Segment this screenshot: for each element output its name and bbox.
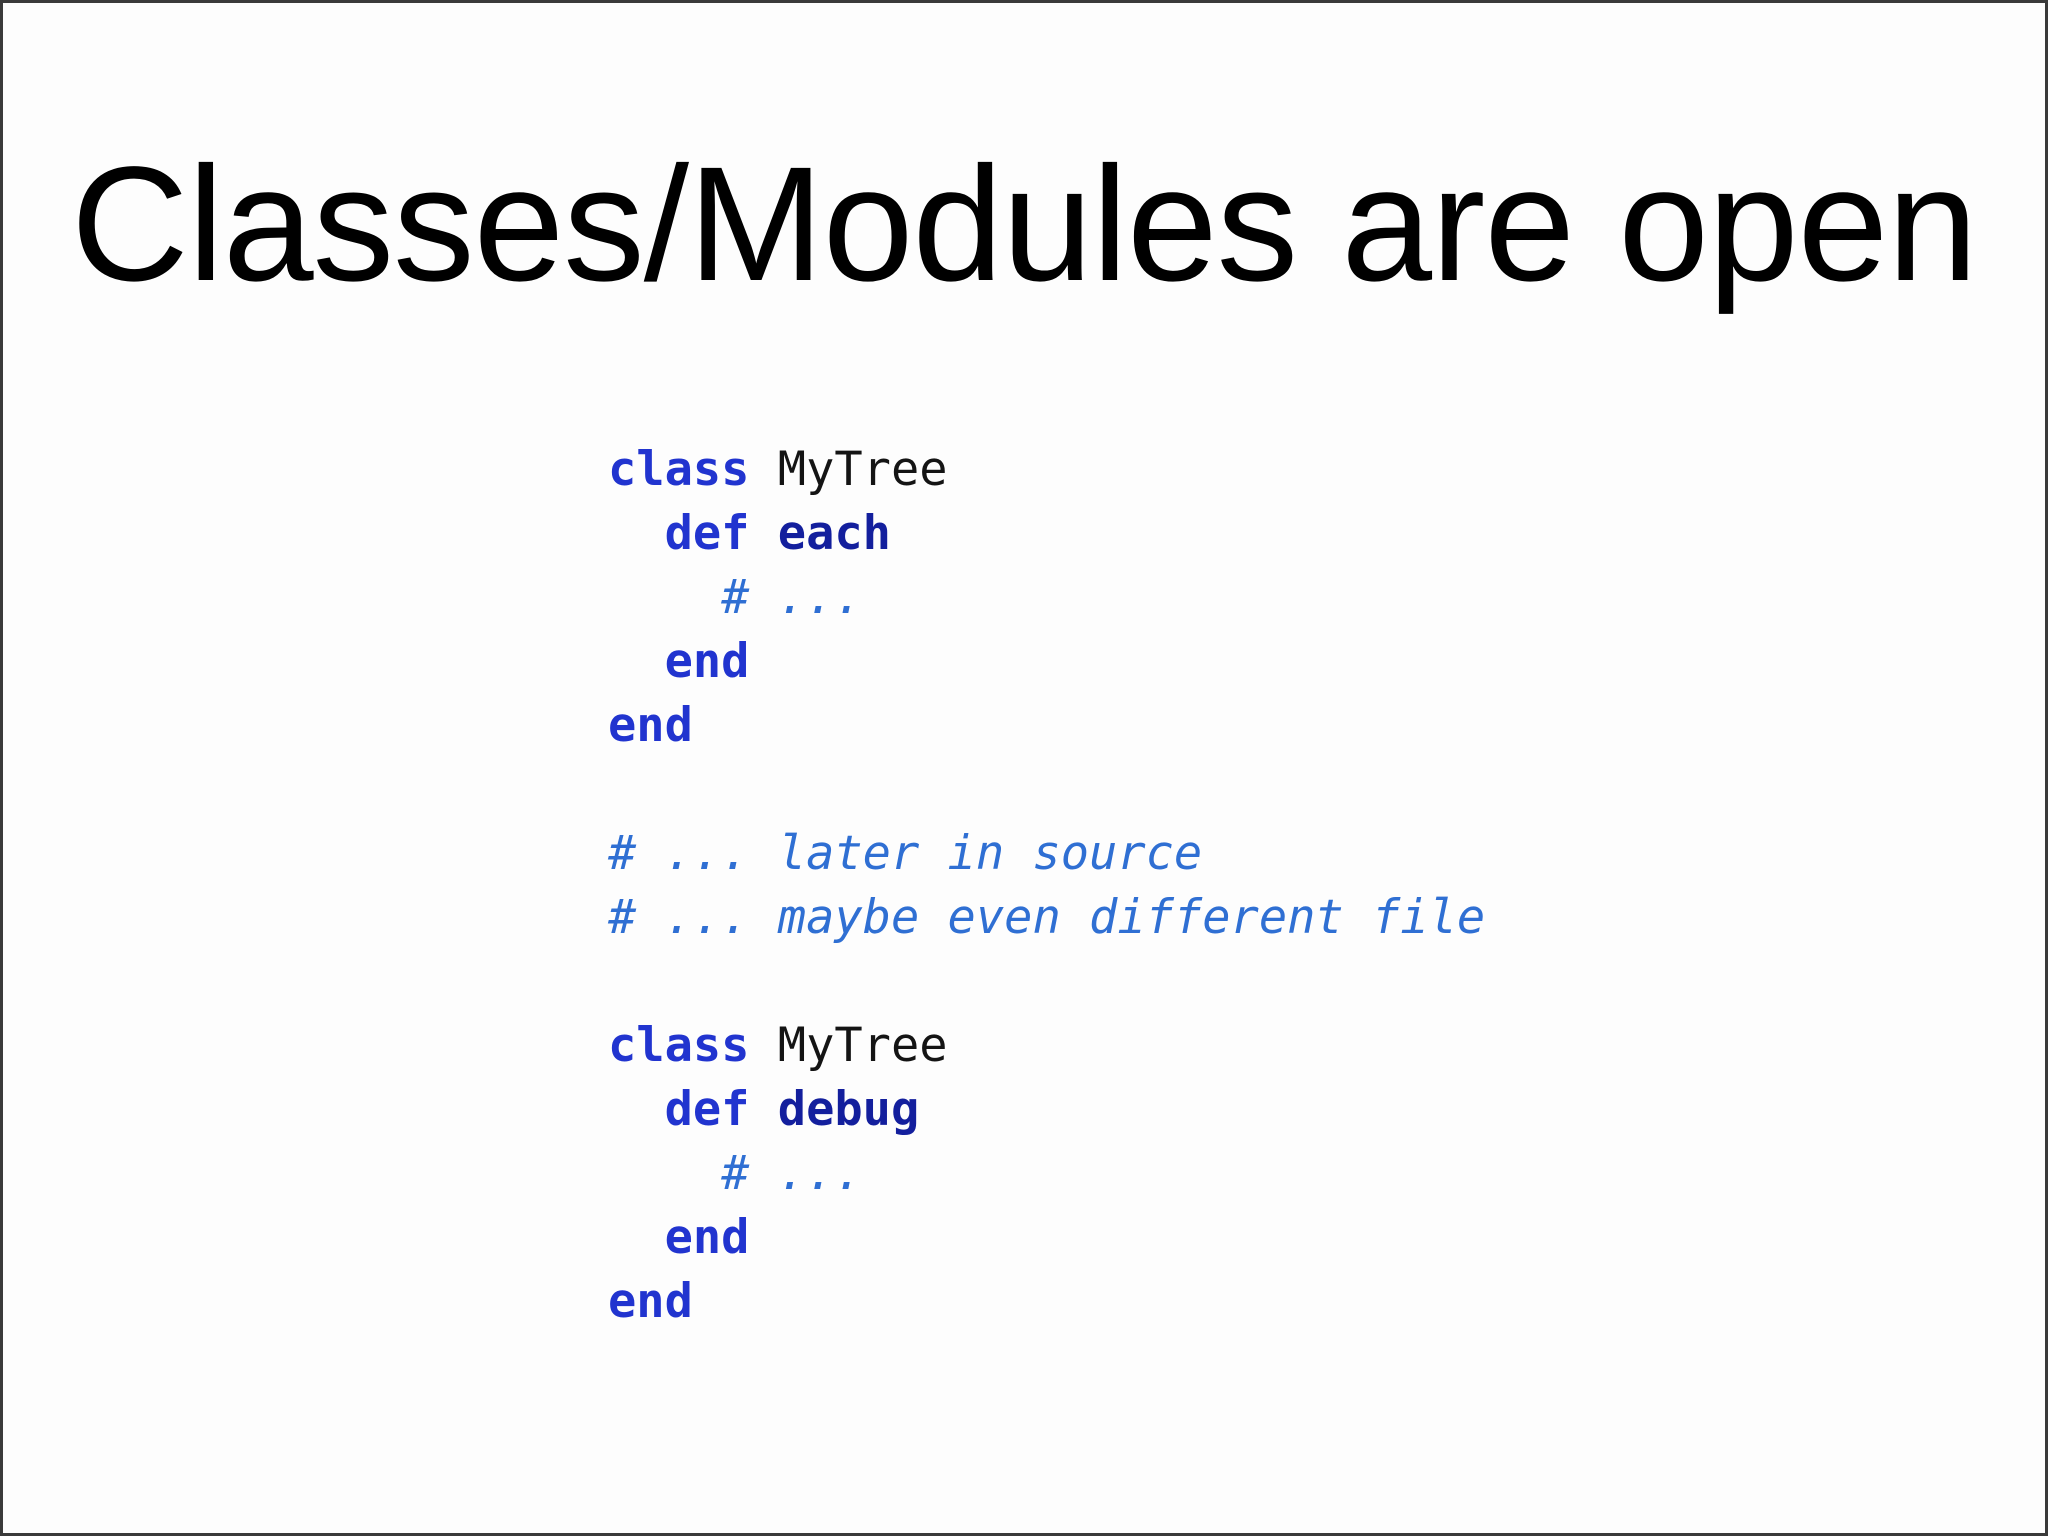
code-token-keyword: def — [664, 1082, 750, 1137]
code-token-comment: # ... maybe even different file — [608, 890, 1486, 945]
code-token-keyword: class — [608, 442, 750, 497]
code-token-space — [749, 506, 777, 561]
code-token-indent — [608, 1082, 665, 1137]
code-token-keyword: def — [664, 506, 750, 561]
code-token-keyword: end — [608, 1274, 693, 1329]
code-token-indent — [608, 506, 665, 561]
code-line-blank — [608, 950, 1485, 1014]
code-line: end — [608, 630, 1485, 694]
code-token-indent — [608, 634, 665, 689]
code-line-blank — [608, 758, 1485, 822]
code-line: # ... later in source — [608, 822, 1485, 886]
code-line: # ... maybe even different file — [608, 886, 1485, 950]
code-token-space — [749, 1018, 777, 1073]
code-line: def debug — [608, 1078, 1485, 1142]
code-token-method: each — [777, 506, 891, 561]
code-line: class MyTree — [608, 438, 1485, 502]
code-token-classname: MyTree — [777, 442, 948, 497]
code-token-comment: # ... — [608, 1146, 863, 1201]
slide-title: Classes/Modules are open — [71, 132, 1978, 315]
code-token-keyword: end — [608, 698, 693, 753]
code-line: class MyTree — [608, 1014, 1485, 1078]
code-token-keyword: end — [664, 634, 750, 689]
code-token-comment: # ... — [608, 570, 863, 625]
code-token-indent — [608, 1210, 665, 1265]
code-line: def each — [608, 502, 1485, 566]
code-token-space — [749, 442, 777, 497]
code-token-space — [749, 1082, 777, 1137]
code-line: end — [608, 1206, 1485, 1270]
code-block: class MyTree def each # ... end end # ..… — [608, 438, 1485, 1334]
code-line: end — [608, 694, 1485, 758]
code-token-keyword: class — [608, 1018, 750, 1073]
code-token-comment: # ... later in source — [608, 826, 1203, 881]
code-line: # ... — [608, 566, 1485, 630]
code-token-keyword: end — [664, 1210, 750, 1265]
code-token-method: debug — [777, 1082, 920, 1137]
code-line: # ... — [608, 1142, 1485, 1206]
code-line: end — [608, 1270, 1485, 1334]
code-token-classname: MyTree — [777, 1018, 948, 1073]
